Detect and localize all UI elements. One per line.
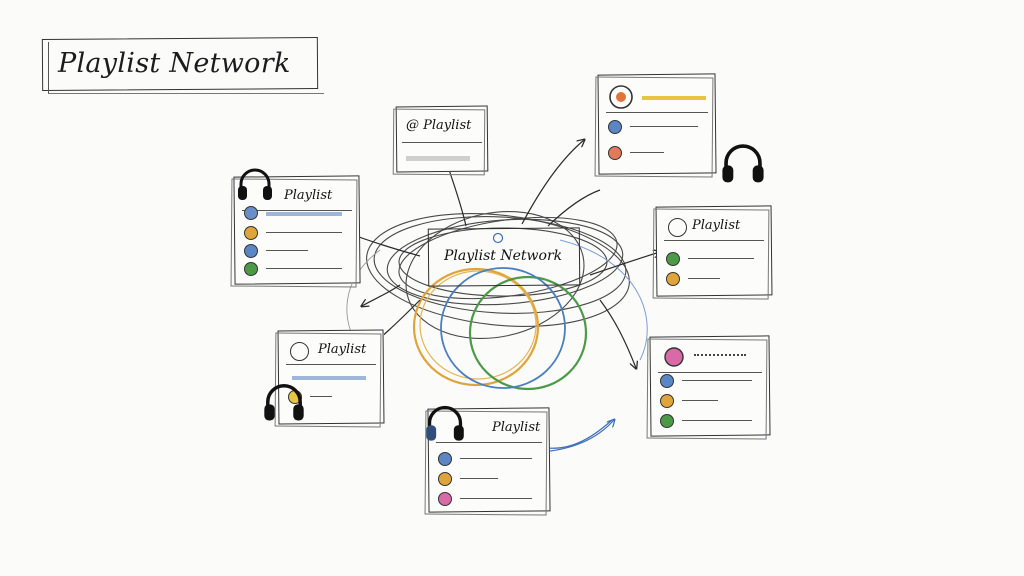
- avatar-icon: [244, 262, 258, 276]
- center-node-icon: [492, 232, 504, 244]
- avatar-icon: [660, 394, 674, 408]
- list-item: [438, 470, 538, 488]
- arrow-to-top-right: [521, 140, 584, 225]
- avatar-icon: [668, 218, 687, 237]
- list-item: [438, 450, 538, 468]
- avatar-icon: [609, 85, 633, 109]
- playlist-card-right[interactable]: Playlist: [652, 205, 773, 300]
- headphones-icon: [722, 144, 764, 183]
- center-label: Playlist Network: [444, 248, 563, 264]
- list-item: [244, 260, 348, 278]
- card-label: Playlist: [284, 188, 333, 203]
- avatar-icon: [660, 414, 674, 428]
- avatar-icon: [666, 252, 680, 266]
- list-item: [244, 224, 348, 242]
- avatar-icon: [244, 244, 258, 258]
- arrow-blue: [539, 420, 614, 453]
- card-label: Playlist: [492, 420, 541, 435]
- avatar-icon: [244, 226, 258, 240]
- highlight-bar: [642, 96, 706, 100]
- arrow-to-bottom-left-2: [362, 284, 401, 306]
- list-item: [660, 392, 758, 410]
- list-item: [666, 270, 760, 288]
- page-title: Playlist Network: [58, 48, 291, 79]
- ring-orange: [412, 267, 540, 387]
- playlist-card-left[interactable]: Playlist: [230, 175, 361, 288]
- list-item: [666, 250, 760, 268]
- avatar-icon: [290, 342, 309, 361]
- hub-scribble: [366, 210, 630, 340]
- list-item: [404, 148, 476, 166]
- list-item: [660, 372, 758, 390]
- card-label: @ Playlist: [406, 118, 472, 133]
- avatar-icon: [608, 146, 622, 160]
- title-box: Playlist Network: [41, 37, 324, 94]
- avatar-icon: [660, 374, 674, 388]
- avatar-icon: [608, 120, 622, 134]
- playlist-card-top[interactable]: @ Playlist: [392, 105, 489, 176]
- list-item: [288, 368, 372, 386]
- list-item: [244, 204, 348, 222]
- playlist-card-top-right[interactable]: [594, 73, 717, 178]
- arrow-to-top-right-2: [547, 189, 601, 227]
- arrow-to-right: [589, 252, 660, 276]
- headphones-icon: [238, 168, 272, 200]
- card-label: Playlist: [318, 342, 367, 357]
- ring-green: [468, 275, 588, 391]
- card-label: Playlist: [692, 218, 741, 233]
- list-item: [244, 242, 348, 260]
- avatar-icon: [244, 206, 258, 220]
- center-node: Playlist Network: [427, 227, 581, 287]
- list-item: [608, 144, 704, 162]
- arrow-to-bottom-right: [599, 299, 636, 368]
- headphones-icon: [426, 405, 464, 441]
- avatar-icon: [664, 347, 684, 367]
- avatar-icon: [438, 492, 452, 506]
- avatar-icon: [438, 472, 452, 486]
- header-line: [694, 354, 746, 356]
- list-item: [660, 412, 758, 430]
- playlist-card-bottom-right[interactable]: [646, 335, 771, 440]
- avatar-icon: [438, 452, 452, 466]
- headphones-icon: [264, 384, 304, 421]
- list-item: [608, 118, 704, 136]
- ring-orange-2: [419, 270, 537, 380]
- playlist-card-bottom[interactable]: Playlist: [424, 407, 551, 516]
- arc-blue-1: [559, 239, 648, 361]
- list-item: [438, 490, 538, 508]
- avatar-icon: [666, 272, 680, 286]
- ring-blue: [440, 267, 566, 389]
